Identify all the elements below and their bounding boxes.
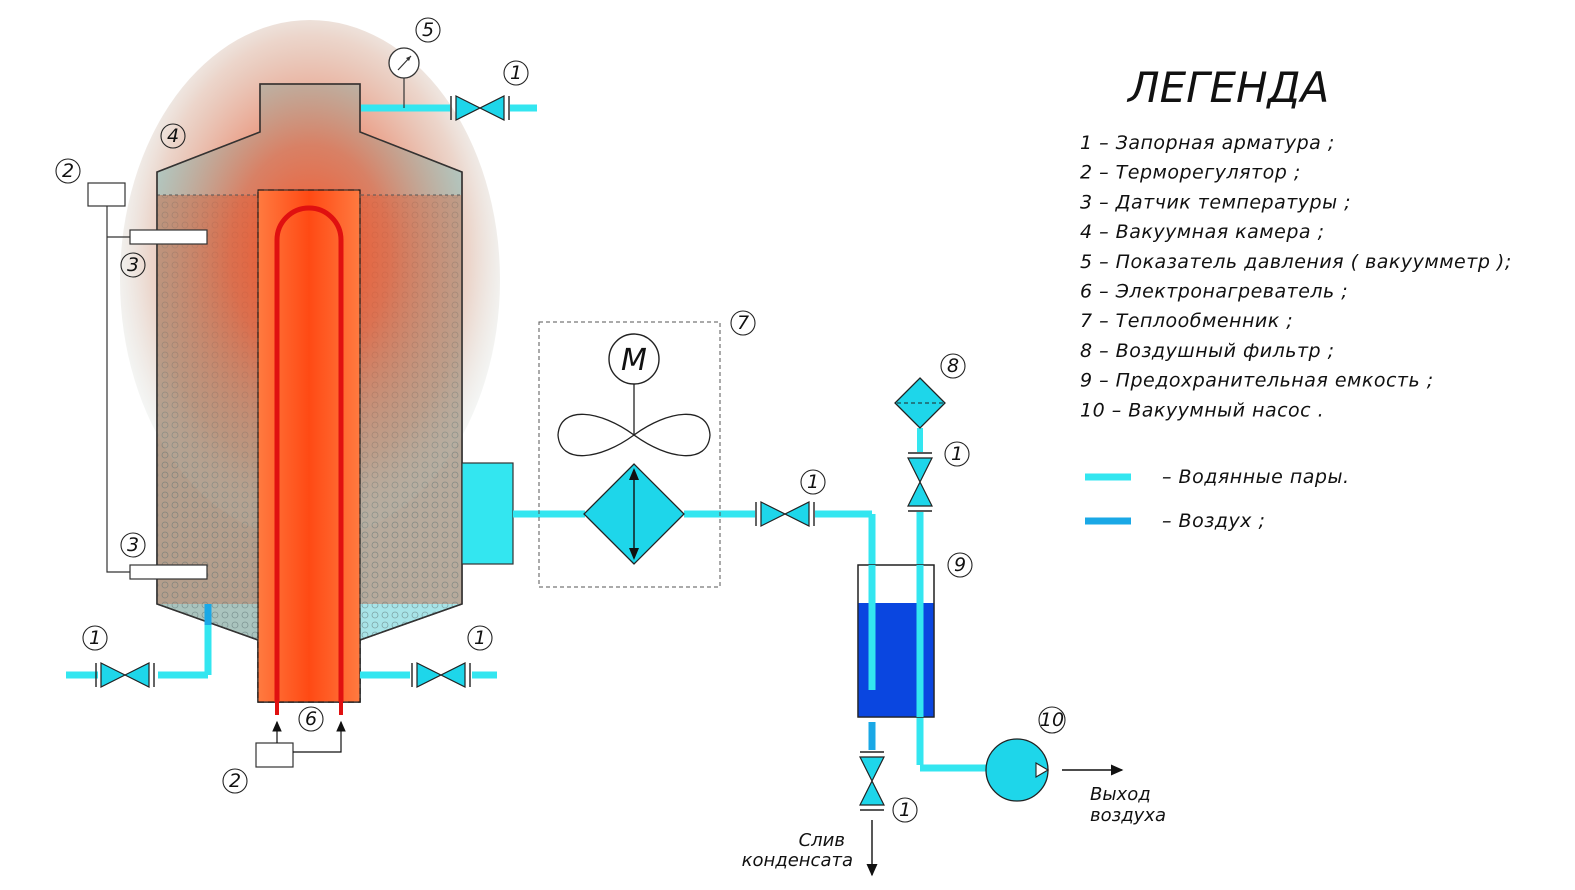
- item-number: 2: [62, 160, 74, 182]
- item-number-label: 1: [892, 797, 918, 823]
- safety-container: [857, 564, 935, 718]
- legend-line-label: – Водянные пары.: [1162, 466, 1350, 488]
- item-number: 3: [127, 254, 139, 276]
- item-number-label: 1: [503, 60, 529, 86]
- chamber-side-outlet: [461, 462, 514, 565]
- thermostat-top: [87, 182, 126, 207]
- legend-item: 4 – Вакуумная камера ;: [1080, 221, 1324, 243]
- item-number: 1: [807, 471, 819, 493]
- electric-heater: [257, 189, 361, 715]
- legend-item: 8 – Воздушный фильтр ;: [1080, 340, 1335, 362]
- item-number-label: 7: [730, 310, 756, 336]
- item-number: 1: [510, 62, 522, 84]
- item-number-label: 4: [160, 123, 186, 149]
- item-number: 4: [167, 125, 179, 147]
- legend-item: 2 – Терморегулятор ;: [1080, 162, 1301, 184]
- item-number: 9: [954, 554, 966, 576]
- legend-item: 5 – Показатель давления ( вакуумметр );: [1080, 251, 1512, 273]
- shutoff-valve: [859, 751, 885, 811]
- temperature-sensor-bottom: [129, 564, 208, 580]
- vacuum-gauge: [388, 47, 420, 108]
- shutoff-valve: [450, 95, 510, 121]
- legend-line-label: – Воздух ;: [1162, 510, 1265, 532]
- thermostat-bottom: [255, 742, 294, 768]
- shutoff-valve: [95, 662, 155, 688]
- legend: ЛЕГЕНДА 1 – Запорная арматура ; 2 – Термо…: [1080, 63, 1512, 532]
- item-number-label: 2: [55, 158, 81, 184]
- air-filter: [894, 377, 946, 429]
- item-number-label: 1: [800, 469, 826, 495]
- item-number: 1: [951, 443, 963, 465]
- shutoff-valve: [907, 452, 933, 512]
- item-number: 1: [474, 627, 486, 649]
- air-pipes: [204, 604, 876, 750]
- item-number-label: 2: [222, 768, 248, 794]
- item-number: 2: [229, 770, 241, 792]
- item-number: 7: [737, 312, 749, 334]
- legend-item: 7 – Теплообменник ;: [1080, 310, 1293, 332]
- item-number: 3: [127, 534, 139, 556]
- item-number-label: 8: [940, 353, 966, 379]
- legend-item: 10 – Вакуумный насос .: [1080, 399, 1324, 421]
- heat-exchanger: [538, 321, 721, 588]
- item-number-label: 10: [1038, 706, 1066, 734]
- item-number: 1: [89, 627, 101, 649]
- shutoff-valve: [755, 501, 815, 527]
- item-number-label: 3: [120, 532, 146, 558]
- item-number: 6: [305, 708, 317, 730]
- item-number-label: 9: [947, 552, 973, 578]
- vacuum-pump: [985, 738, 1050, 802]
- item-number: 1: [899, 799, 911, 821]
- item-number-label: 1: [82, 625, 108, 651]
- item-number-label: 3: [120, 252, 146, 278]
- legend-item: 1 – Запорная арматура ;: [1080, 132, 1335, 154]
- condensate-drain-caption-line1: Слив: [799, 830, 845, 851]
- legend-title: ЛЕГЕНДА: [1126, 63, 1329, 112]
- shutoff-valves: [95, 95, 933, 811]
- shutoff-valve: [411, 662, 471, 688]
- air-outlet-caption-line2: воздуха: [1090, 805, 1166, 826]
- item-number-label: 1: [467, 625, 493, 651]
- item-number-label: 1: [944, 441, 970, 467]
- number-labels: 5 1 4 2 3 3 7 8 1 1 9 1 1 6 2 1 10: [55, 17, 1066, 823]
- item-number: 8: [947, 355, 959, 377]
- item-number-label: 6: [298, 706, 324, 732]
- legend-item: 6 – Электронагреватель ;: [1080, 281, 1348, 303]
- condensate-drain-caption-line2: конденсата: [742, 850, 853, 871]
- item-number: 10: [1040, 709, 1064, 731]
- item-number: 5: [422, 19, 434, 41]
- legend-item: 9 – Предохранительная емкость ;: [1080, 370, 1434, 392]
- motor-letter: M: [621, 343, 647, 378]
- air-outlet-caption-line1: Выход: [1090, 784, 1151, 805]
- temperature-sensor-top: [129, 229, 208, 245]
- legend-item: 3 – Датчик температуры ;: [1080, 191, 1351, 213]
- item-number-label: 5: [415, 17, 441, 43]
